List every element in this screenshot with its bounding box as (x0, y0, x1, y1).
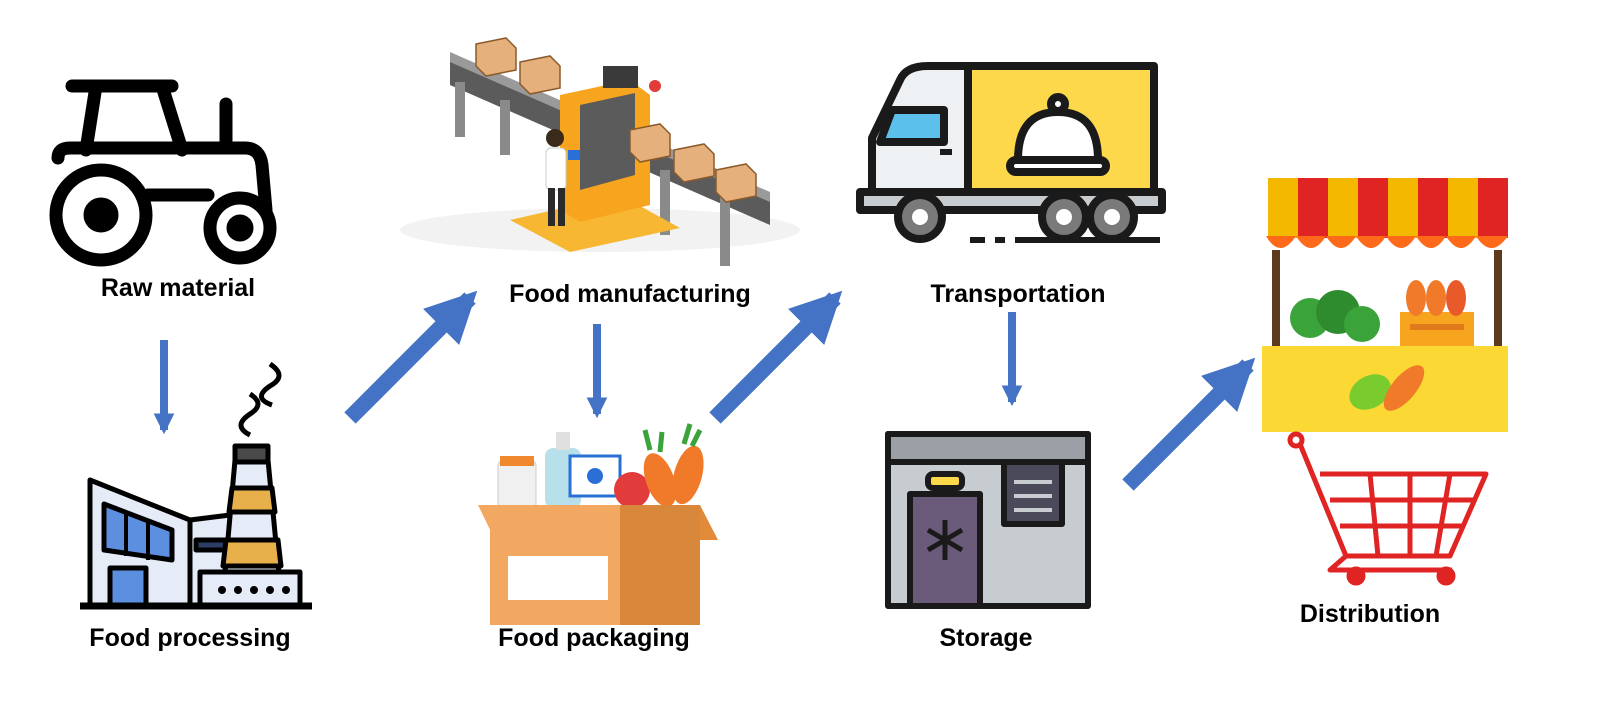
label-transportation: Transportation (930, 280, 1106, 308)
delivery-truck-icon (856, 62, 1166, 243)
label-distribution: Distribution (1299, 600, 1441, 628)
tractor-icon (49, 79, 277, 267)
arrow-storage-to-distribution (1122, 357, 1256, 491)
label-food-manufacturing: Food manufacturing (509, 280, 751, 308)
market-stall-icon (1262, 178, 1508, 432)
label-raw-material: Raw material (100, 274, 256, 302)
flow-arrows (153, 290, 1256, 491)
cold-storage-icon (885, 431, 1091, 609)
grocery-box-icon (478, 423, 718, 625)
arrow-packaging-to-transportation (709, 290, 843, 424)
shopping-cart-icon (1287, 431, 1489, 586)
arrow-processing-to-manufacturing (344, 290, 478, 424)
label-food-packaging: Food packaging (498, 624, 690, 652)
factory-icon (80, 361, 312, 610)
label-storage: Storage (939, 624, 1033, 652)
label-food-processing: Food processing (89, 624, 291, 652)
conveyor-belt-icon (400, 37, 800, 266)
